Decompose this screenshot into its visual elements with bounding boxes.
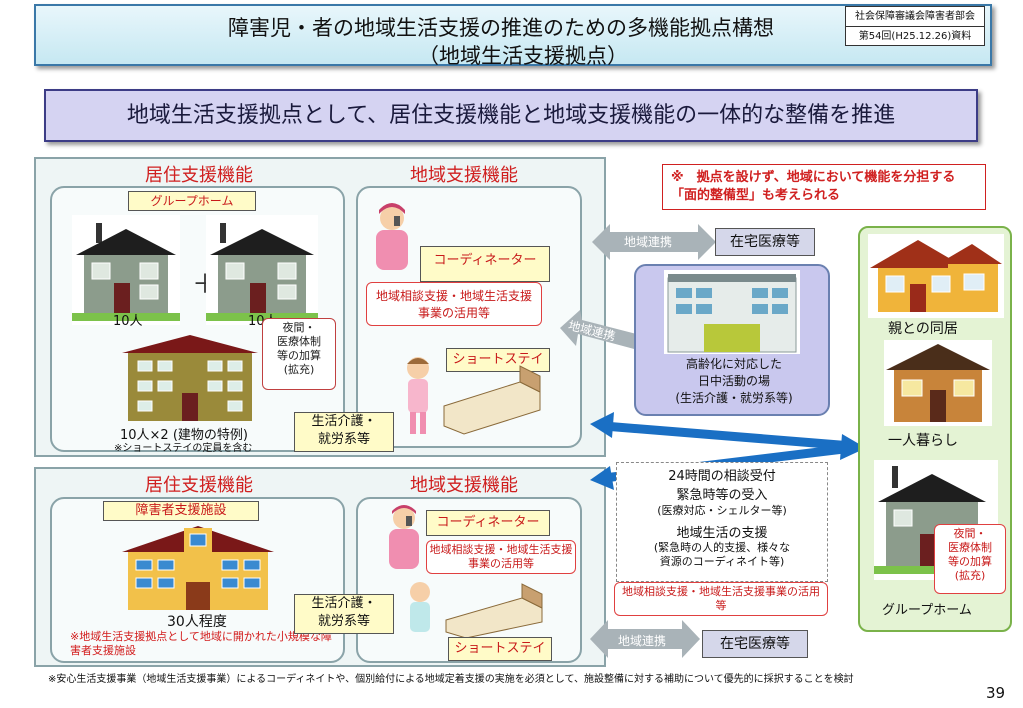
top-residential-title: 居住支援機能 [145,165,253,186]
right-group-home-label: グループホーム [882,603,972,618]
house1-caption: 10人 [113,314,143,329]
footnote: ※安心生活支援事業（地域生活支援事業）によるコーディネイトや、個別給付による地域… [48,674,854,685]
meta-line2: 第54回(H25.12.26)資料 [858,31,972,42]
top-consult-note: 地域相談支援・地域生活支援事業の活用等 [366,282,542,326]
bottom-consult-note: 地域相談支援・地域生活支援事業の活用等 [426,540,576,574]
title-line2: （地域生活支援拠点） [418,44,628,68]
group-home-label: グループホーム [128,191,256,211]
bottom-residential-box [50,497,345,663]
top-night-note: 夜間・ 医療体制 等の加算 (拡充) [262,318,336,390]
bottom-short-stay-label: ショートステイ [448,637,552,661]
parents-house-icon [868,234,1004,318]
apartment-building-icon [122,335,258,421]
top-short-stay-label: ショートステイ [446,348,550,372]
home-medical-bottom: 在宅医療等 [702,630,808,658]
support-item2: 緊急時等の受入 [676,488,768,503]
bottom-coordinator-label: コーディネーター [426,510,550,536]
support-facility-icon [122,526,274,610]
alone-house-icon [884,340,992,426]
house-icon-1 [72,215,180,325]
bottom-regional-title: 地域支援機能 [410,475,518,496]
bottom-life-care-label: 生活介護・ 就労系等 [294,594,394,634]
support-item1: 24時間の相談受付 [668,469,776,484]
top-link-label: 地域連携 [624,235,673,249]
center-consult-note: 地域相談支援・地域生活支援事業の活用等 [614,582,828,616]
building-caption: 10人×2 (建物の特例) [120,428,248,443]
living-alone-label: 一人暮らし [888,433,958,449]
banner: 地域生活支援拠点として、居住支援機能と地域支援機能の一体的な整備を推進 [44,89,978,142]
bottom-link-label: 地域連携 [618,634,667,648]
meta-line1: 社会保障審議会障害者部会 [846,7,984,27]
building-subcaption: ※ショートステイの定員を含む [114,443,253,454]
with-parents-label: 親との同居 [888,321,958,337]
bottom-residential-title: 居住支援機能 [145,475,253,496]
top-coordinator-label: コーディネーター [420,246,550,282]
bottom-link-arrow [590,620,700,658]
top-life-care-label: 生活介護・ 就労系等 [294,412,394,452]
title-line1: 障害児・者の地域生活支援の推進のための多機能拠点構想 [228,16,774,40]
top-regional-title: 地域支援機能 [410,165,518,186]
bottom-coordinator-person-icon [389,505,419,569]
facility-note: ※地域生活支援拠点として地域に開かれた小規模な障害者支援施設 [70,630,332,657]
day-center-caption: 高齢化に対応した 日中活動の場 (生活介護・就労系等) [675,357,793,405]
right-night-note: 夜間・ 医療体制 等の加算 (拡充) [934,524,1006,594]
meta-box: 社会保障審議会障害者部会 第54回(H25.12.26)資料 [845,6,985,46]
support-item3: 地域生活の支援 [676,526,768,541]
facility-label: 障害者支援施設 [103,501,259,521]
home-medical-top: 在宅医療等 [715,228,815,256]
house-icon-2 [206,215,318,325]
facility-caption: 30人程度 [167,614,227,630]
bottom-short-stay-bed-icon [410,582,543,639]
support-list-box [616,462,828,582]
area-model-note: ※ 拠点を設けず、地域において機能を分担する「面的整備型」も考えられる [662,164,986,210]
top-link-arrow [592,224,716,260]
day-center-building-icon [664,270,800,354]
short-stay-bed-icon [407,357,541,435]
support-item3-sub: (緊急時の人的支援、様々な 資源のコーディネイト等) [653,541,791,568]
support-item2-sub: (医療対応・シェルター等) [657,504,787,517]
title-box: 障害児・者の地域生活支援の推進のための多機能拠点構想 （地域生活支援拠点） [34,4,992,68]
page-number: 39 [986,684,1006,702]
coordinator-person-icon [376,203,408,270]
